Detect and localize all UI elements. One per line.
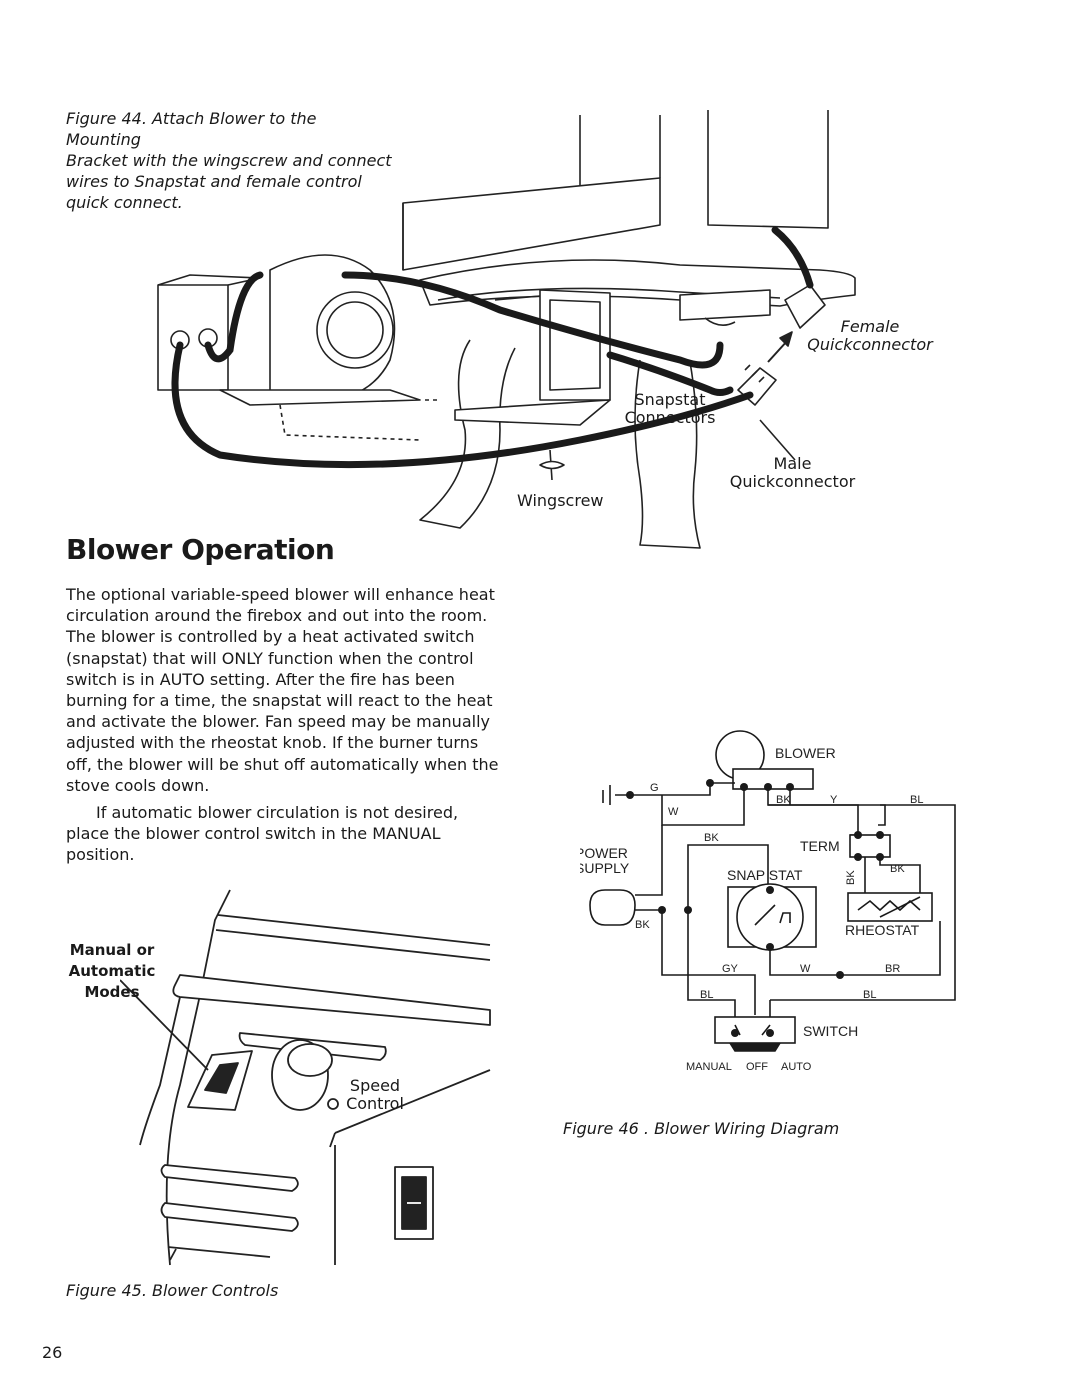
section-heading: Blower Operation bbox=[66, 533, 335, 566]
manual-automatic-modes-label: Manual or Automatic Modes bbox=[62, 940, 162, 1003]
speed-control-label: Speed Control bbox=[345, 1077, 405, 1113]
blower-label: BLOWER bbox=[775, 745, 836, 761]
label-line: Quickconnector bbox=[729, 472, 856, 491]
female-quickconnector-label: Female Quickconnector bbox=[800, 318, 940, 354]
power-supply-label: SUPPLY bbox=[580, 860, 630, 876]
wire-bk-label: BK bbox=[704, 832, 719, 844]
auto-label: AUTO bbox=[781, 1061, 812, 1073]
caption-line: wires to Snapstat and female control bbox=[66, 172, 362, 191]
wire-gy-label: GY bbox=[722, 963, 739, 975]
caption-line: Figure 44. Attach Blower to the Mounting bbox=[66, 109, 317, 149]
label-line: Automatic bbox=[68, 962, 156, 980]
paragraph-2: If automatic blower circulation is not d… bbox=[66, 803, 459, 865]
figure-46-wiring-diagram: BLOWER G W BK Y BL BK TERM POWER SUPPLY … bbox=[580, 730, 956, 1073]
figure-46-caption: Figure 46 . Blower Wiring Diagram bbox=[563, 1119, 840, 1138]
figure-45-caption: Figure 45. Blower Controls bbox=[66, 1281, 279, 1300]
manual-label: MANUAL bbox=[686, 1061, 732, 1073]
label-line: Female bbox=[840, 317, 900, 336]
label-line: Speed bbox=[349, 1076, 401, 1095]
male-quickconnector-label: Male Quickconnector bbox=[725, 455, 860, 491]
paragraph-1: The optional variable-speed blower will … bbox=[66, 585, 499, 795]
label-line: Connectors bbox=[624, 408, 716, 427]
term-label: TERM bbox=[800, 838, 840, 854]
section-body: The optional variable-speed blower will … bbox=[66, 584, 501, 866]
switch-label: SWITCH bbox=[803, 1023, 858, 1039]
label-line: Snapstat bbox=[634, 390, 706, 409]
wire-bl-label: BL bbox=[700, 989, 713, 1001]
snapstat-label: SNAP STAT bbox=[727, 867, 803, 883]
wire-br-label: BR bbox=[885, 963, 900, 975]
label-line: Manual or bbox=[69, 941, 155, 959]
wire-bk-label: BK bbox=[845, 870, 857, 885]
wire-bl-label: BL bbox=[910, 794, 923, 806]
label-line: Quickconnector bbox=[807, 335, 933, 354]
label-line: Control bbox=[346, 1094, 404, 1113]
figure-45-blower-controls-illustration bbox=[120, 889, 491, 1266]
wire-bk-label: BK bbox=[890, 863, 905, 875]
wire-bl-label: BL bbox=[863, 989, 876, 1001]
page-number: 26 bbox=[42, 1343, 63, 1362]
wire-g-label: G bbox=[650, 782, 659, 794]
label-line: Male bbox=[773, 454, 812, 473]
wire-bk-label: BK bbox=[635, 919, 650, 931]
wingscrew-label: Wingscrew bbox=[517, 491, 604, 510]
caption-line: Bracket with the wingscrew and connect bbox=[66, 151, 392, 170]
label-line: Modes bbox=[84, 983, 140, 1001]
wire-bk-label: BK bbox=[776, 794, 791, 806]
power-supply-label: POWER bbox=[580, 845, 628, 861]
wire-w-label: W bbox=[668, 806, 679, 818]
caption-line: quick connect. bbox=[66, 193, 183, 212]
wire-y-label: Y bbox=[830, 794, 838, 806]
wire-w-label: W bbox=[800, 963, 811, 975]
snapstat-connectors-label: Snapstat Connectors bbox=[620, 391, 720, 427]
off-label: OFF bbox=[746, 1061, 768, 1073]
figure-44-blower-illustration bbox=[157, 110, 856, 549]
figure-44-caption: Figure 44. Attach Blower to the Mounting… bbox=[66, 108, 396, 213]
rheostat-label: RHEOSTAT bbox=[845, 922, 920, 938]
